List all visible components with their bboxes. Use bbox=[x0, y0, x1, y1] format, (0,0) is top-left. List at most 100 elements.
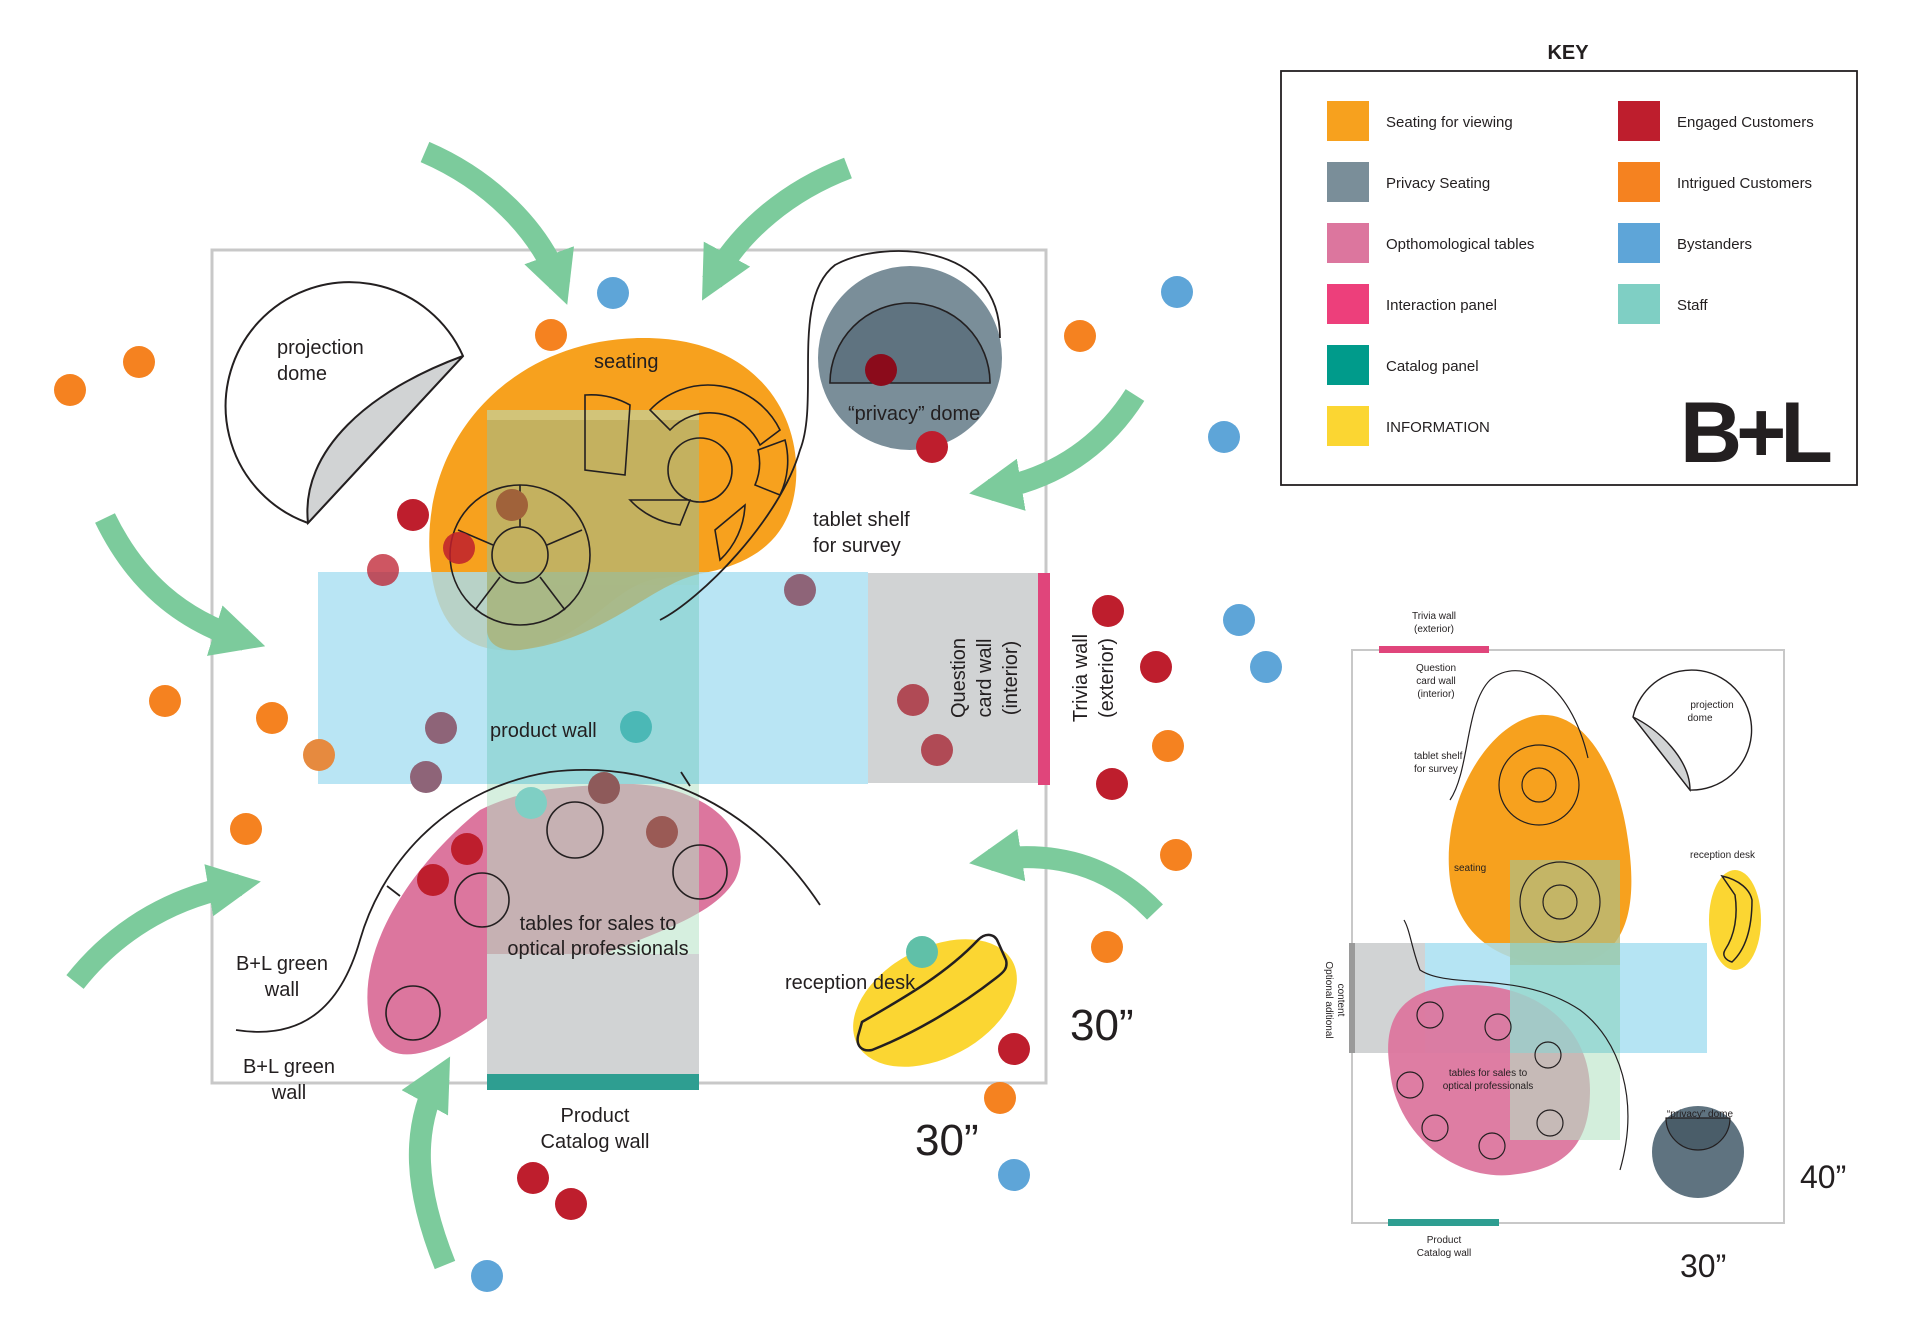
reception-desk-label: reception desk bbox=[785, 972, 916, 994]
bl-logo: B+L bbox=[1680, 385, 1836, 481]
intrigued-customer-dot bbox=[1064, 320, 1096, 352]
intrigued-customer-dot bbox=[1160, 839, 1192, 871]
alt-tables-label-2: optical professionals bbox=[1443, 1081, 1534, 1092]
engaged-customer-dot bbox=[588, 772, 620, 804]
engaged-customer-dot bbox=[410, 761, 442, 793]
bystander-dot bbox=[998, 1159, 1030, 1191]
legend-label: Seating for viewing bbox=[1386, 114, 1513, 131]
alt-tablet-label-2: for survey bbox=[1414, 764, 1458, 775]
intrigued-customer-dot bbox=[984, 1082, 1016, 1114]
engaged-customer-dot bbox=[555, 1188, 587, 1220]
alt-catalog-label-2: Catalog wall bbox=[1417, 1248, 1471, 1259]
alt-optional-content-bar bbox=[1349, 943, 1355, 1053]
main-plan: projection dome seating “privacy” dome t… bbox=[54, 141, 1282, 1292]
traffic-arrows bbox=[66, 141, 1163, 1270]
intrigued-customer-dot bbox=[123, 346, 155, 378]
legend-swatch bbox=[1618, 284, 1660, 324]
green-wall-label-2: B+L green bbox=[243, 1056, 335, 1078]
intrigued-customer-dot bbox=[149, 685, 181, 717]
engaged-customer-dot bbox=[517, 1162, 549, 1194]
engaged-customer-dot bbox=[443, 532, 475, 564]
staff-dot bbox=[515, 787, 547, 819]
alt-plan-labels: Trivia wall (exterior) Question card wal… bbox=[1323, 611, 1846, 1284]
legend-title: KEY bbox=[1547, 42, 1589, 64]
alt-seating-label: seating bbox=[1454, 863, 1486, 874]
dimension-right-label: 30” bbox=[1070, 1001, 1134, 1050]
privacy-dome-curve bbox=[659, 250, 1001, 621]
engaged-customer-dot bbox=[998, 1033, 1030, 1065]
seating-chairs bbox=[449, 384, 789, 626]
engaged-customer-dot bbox=[1096, 768, 1128, 800]
engaged-customer-dot bbox=[425, 712, 457, 744]
bystander-dot bbox=[471, 1260, 503, 1292]
reception-desk bbox=[853, 939, 1017, 1067]
arrow-left-lower bbox=[66, 864, 261, 989]
legend-label: Engaged Customers bbox=[1677, 114, 1814, 131]
main-plan-labels: projection dome seating “privacy” dome t… bbox=[236, 337, 1134, 1165]
engaged-customer-dot bbox=[865, 354, 897, 386]
alt-trivia-label: Trivia wall bbox=[1412, 611, 1456, 622]
legend-swatch bbox=[1327, 162, 1369, 202]
legend-label: Bystanders bbox=[1677, 236, 1752, 253]
tablet-shelf-label-2: for survey bbox=[813, 535, 901, 557]
intrigued-customer-dot bbox=[230, 813, 262, 845]
people-dots bbox=[54, 276, 1282, 1292]
alt-dimension-bottom-label: 30” bbox=[1680, 1248, 1726, 1284]
trivia-wall-panel bbox=[1038, 573, 1050, 785]
legend-swatch bbox=[1618, 162, 1660, 202]
alt-catalog-panel bbox=[1388, 1219, 1499, 1226]
bl-logo-text: B+L bbox=[1680, 385, 1830, 481]
trivia-wall-label: Trivia wall (exterior) bbox=[1070, 634, 1118, 722]
alt-privacy-label: “privacy” dome bbox=[1667, 1109, 1734, 1120]
intrigued-customer-dot bbox=[535, 319, 567, 351]
staff-dot bbox=[906, 936, 938, 968]
legend-swatch bbox=[1618, 223, 1660, 263]
alt-tables-label: tables for sales to bbox=[1449, 1068, 1528, 1079]
engaged-customer-dot bbox=[921, 734, 953, 766]
catalog-vertical-band-bottom bbox=[487, 954, 699, 1082]
engaged-customer-dot bbox=[367, 554, 399, 586]
intrigued-customer-dot bbox=[303, 739, 335, 771]
seating-label: seating bbox=[594, 351, 659, 373]
green-wall-label-1b: wall bbox=[264, 979, 299, 1001]
alt-booth-outline bbox=[1351, 649, 1785, 1224]
intrigued-customer-dot bbox=[1152, 730, 1184, 762]
bystander-dot bbox=[1223, 604, 1255, 636]
bystander-dot bbox=[597, 277, 629, 309]
projection-dome-label: projection bbox=[277, 337, 364, 359]
engaged-customer-dot bbox=[646, 816, 678, 848]
legend-swatch bbox=[1327, 223, 1369, 263]
legend-swatch bbox=[1327, 406, 1369, 446]
svg-text:Optional aditional: Optional aditional bbox=[1323, 961, 1334, 1038]
alt-plan: Trivia wall (exterior) Question card wal… bbox=[1323, 611, 1846, 1284]
intrigued-customer-dot bbox=[1091, 931, 1123, 963]
bystander-dot bbox=[1208, 421, 1240, 453]
legend-label: Privacy Seating bbox=[1386, 175, 1490, 192]
table-circles bbox=[385, 801, 728, 1041]
alt-catalog-label: Product bbox=[1427, 1235, 1462, 1246]
alt-question-label-2: card wall bbox=[1416, 676, 1455, 687]
legend-swatch bbox=[1327, 284, 1369, 324]
engaged-customer-dot bbox=[451, 833, 483, 865]
catalog-wall-label-2: Catalog wall bbox=[541, 1131, 650, 1153]
engaged-customer-dot bbox=[417, 864, 449, 896]
legend-label: Opthomological tables bbox=[1386, 236, 1534, 253]
intrigued-customer-dot bbox=[54, 374, 86, 406]
bystander-dot bbox=[1161, 276, 1193, 308]
legend-label: INFORMATION bbox=[1386, 419, 1490, 436]
engaged-customer-dot bbox=[496, 489, 528, 521]
arrow-top-right bbox=[701, 157, 852, 301]
alt-projection-label-2: dome bbox=[1687, 713, 1712, 724]
tables-label: tables for sales to bbox=[520, 913, 677, 935]
svg-text:(interior): (interior) bbox=[1000, 641, 1022, 715]
svg-text:card wall: card wall bbox=[974, 639, 996, 718]
legend-box bbox=[1280, 70, 1858, 486]
svg-text:Question: Question bbox=[948, 638, 970, 718]
tablet-shelf-label: tablet shelf bbox=[813, 509, 910, 531]
seating-overlay bbox=[487, 420, 699, 651]
alt-trivia-label-2: (exterior) bbox=[1414, 624, 1454, 635]
bystander-dot bbox=[1250, 651, 1282, 683]
